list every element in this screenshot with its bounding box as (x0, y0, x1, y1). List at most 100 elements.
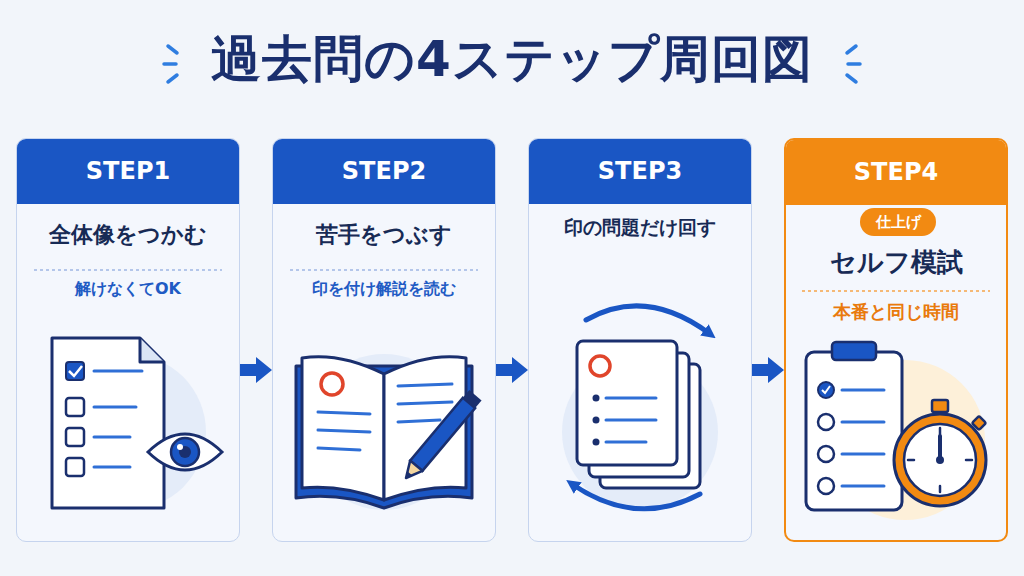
text-lines (606, 398, 656, 442)
paper-sheet (589, 353, 689, 477)
badge-text: 仕上げ (860, 208, 936, 236)
checked-box (66, 362, 84, 380)
pencil-icon (400, 390, 482, 483)
paper-sheet (600, 364, 700, 488)
clipboard-icon (806, 352, 902, 510)
step-label: STEP3 (529, 139, 751, 204)
bullet-dot (593, 395, 600, 402)
stopwatch-center (936, 456, 944, 464)
flow-arrow (752, 357, 784, 383)
stopwatch-button (972, 416, 986, 430)
tick-mark (939, 428, 942, 434)
text-line (318, 430, 370, 432)
book-cover (296, 366, 472, 508)
step-label: STEP1 (17, 139, 239, 204)
icon-backdrop (825, 360, 985, 520)
empty-box (66, 398, 84, 416)
flow-arrow (496, 357, 528, 383)
tick-mark (966, 459, 972, 462)
text-line (94, 406, 136, 409)
tick-mark (168, 46, 177, 53)
bullet-dot (593, 439, 600, 446)
clipboard-clip (832, 342, 876, 360)
tick-mark (848, 62, 860, 66)
empty-box (66, 428, 84, 446)
stopwatch-face (904, 424, 976, 496)
diagram-title: 過去問の4ステップ周回図 (0, 26, 1024, 93)
text-line (606, 441, 646, 444)
tick-mark (168, 75, 177, 82)
pencil-eraser (463, 390, 482, 408)
tick-mark (908, 459, 914, 462)
bullet-dot (593, 417, 600, 424)
check-mark (69, 366, 82, 376)
dashed-divider (802, 290, 990, 292)
book-page (302, 357, 384, 500)
step-card: STEP3 印の問題だけ回す (528, 138, 752, 542)
book-page (384, 357, 466, 500)
text-line (318, 448, 360, 450)
step-card: STEP4 セルフ模試本番と同じ時間 仕上げ (784, 138, 1008, 542)
step-heading: 苦手をつぶす (281, 221, 487, 250)
step-note: 解けなくてOK (25, 279, 231, 300)
text-lines (842, 390, 884, 486)
paper-sheet (577, 341, 677, 465)
eye-iris (171, 438, 199, 466)
pencil-body (410, 398, 475, 471)
empty-circle (818, 446, 834, 462)
text-line (94, 436, 130, 439)
title-ticks (164, 46, 860, 82)
red-mark (590, 356, 610, 376)
text-line (842, 485, 884, 488)
pencil-lead (404, 471, 412, 479)
stopwatch-ticks (908, 428, 972, 492)
dashed-divider (290, 269, 478, 271)
check-mark (822, 386, 830, 393)
cycle-arrow (572, 484, 700, 509)
icon-backdrop (50, 354, 206, 510)
step-card: STEP1 全体像をつかむ解けなくてOK (16, 138, 240, 542)
stopwatch-hand (938, 436, 942, 460)
dashed-divider (34, 269, 222, 271)
tick-mark (847, 75, 856, 82)
icon-backdrop (562, 354, 718, 510)
text-line (398, 384, 452, 386)
text-line (318, 412, 370, 414)
empty-circle (818, 414, 834, 430)
step-heading: 印の問題だけ回す (537, 215, 743, 240)
step-heading: セルフ模試 (794, 246, 998, 280)
empty-box (66, 458, 84, 476)
step-note: 本番と同じ時間 (794, 300, 998, 323)
cycle-arrow (586, 306, 710, 334)
text-line (842, 453, 884, 456)
step-heading: 全体像をつかむ (25, 221, 231, 250)
stage-badge: 仕上げ (860, 208, 936, 236)
text-line (94, 370, 142, 373)
empty-circle (818, 478, 834, 494)
document-fold (140, 338, 164, 362)
text-line (842, 389, 884, 392)
red-mark (321, 373, 343, 395)
document-icon (52, 338, 164, 508)
icon-backdrop (306, 354, 462, 510)
pencil-tip (400, 461, 423, 484)
text-lines (318, 384, 452, 450)
text-line (842, 421, 884, 424)
step-note: 印を付け解説を読む (281, 279, 487, 300)
tick-mark (847, 46, 856, 53)
flow-arrow (240, 357, 272, 383)
step-label: STEP2 (273, 139, 495, 204)
checked-circle (818, 382, 834, 398)
step-label: STEP4 (786, 140, 1006, 205)
text-line (606, 419, 656, 422)
eye-icon (148, 434, 222, 470)
text-line (398, 420, 440, 422)
text-lines (94, 371, 142, 467)
tick-mark (164, 62, 176, 66)
step-card: STEP2 苦手をつぶす印を付け解説を読む (272, 138, 496, 542)
text-line (398, 402, 452, 404)
eye-highlight (177, 444, 183, 450)
stopwatch-ring (894, 414, 986, 506)
text-line (606, 397, 656, 400)
tick-mark (939, 486, 942, 492)
